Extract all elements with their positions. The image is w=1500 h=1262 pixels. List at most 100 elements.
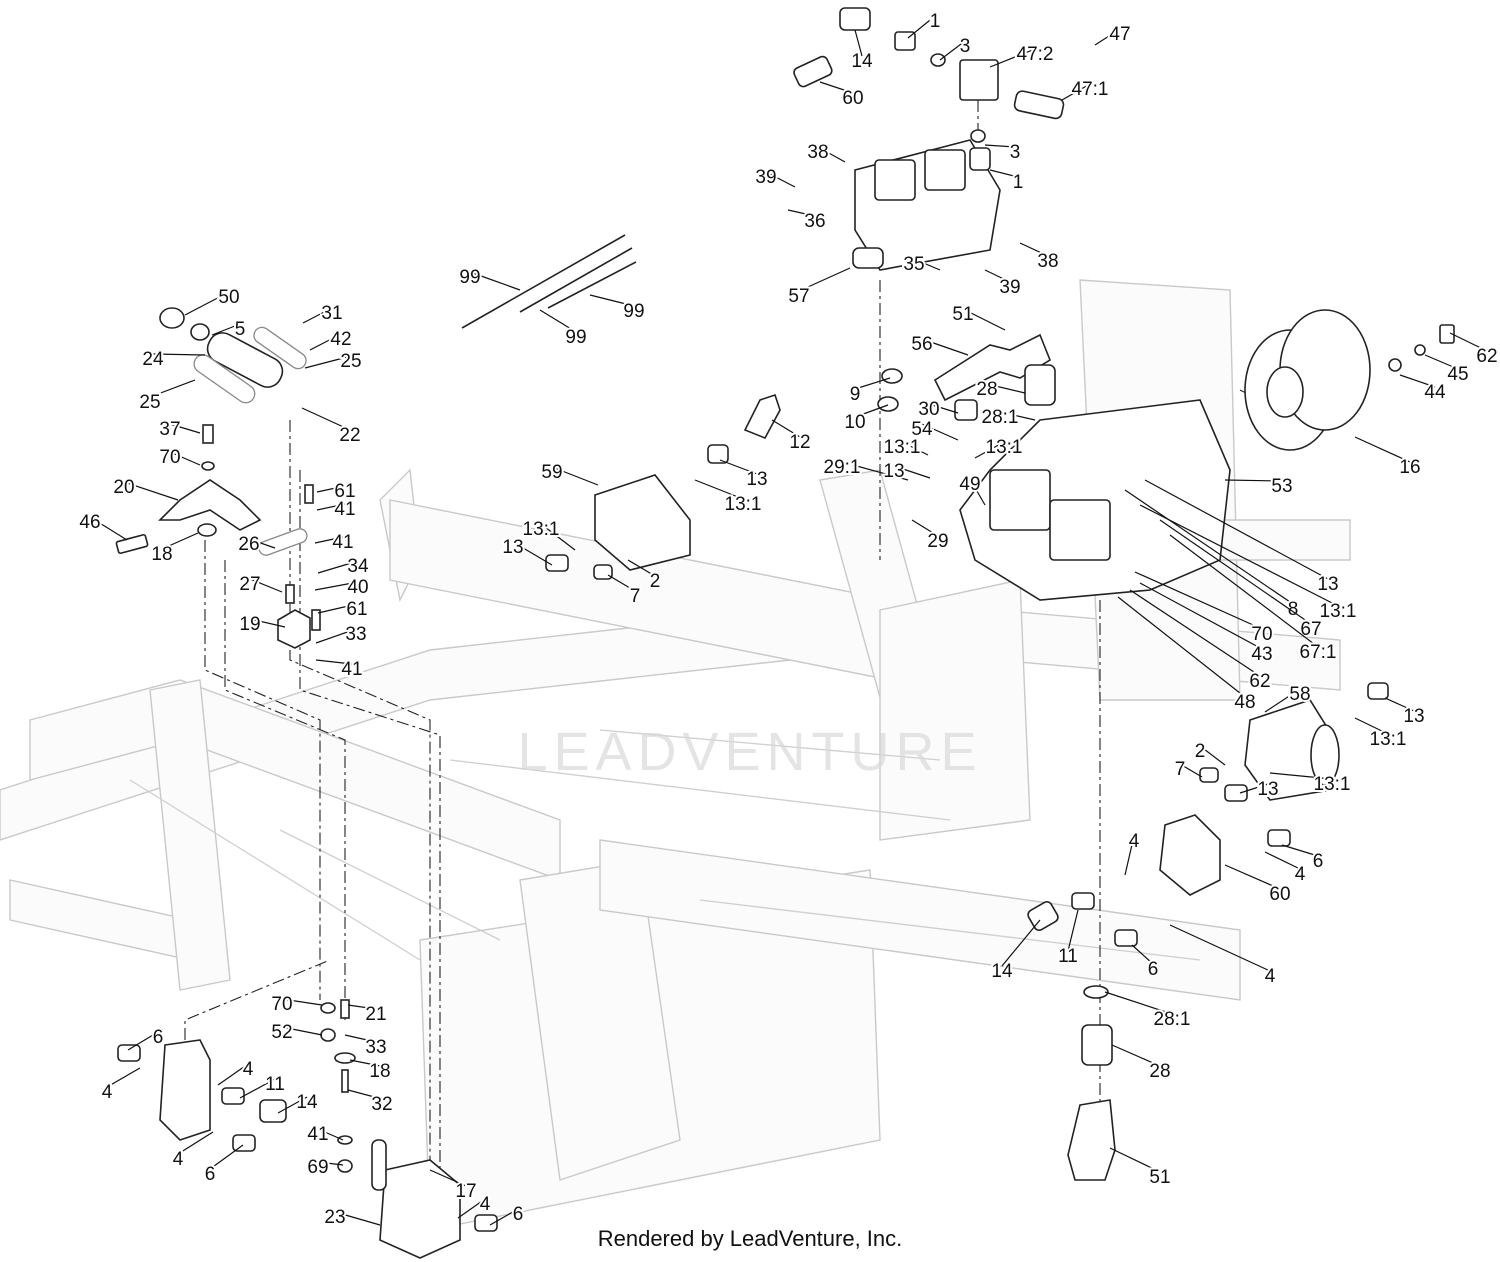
pump-body-b (1049, 499, 1111, 561)
callout-leader (152, 353, 206, 356)
callout-number: 35 (903, 254, 924, 275)
bracket-20 (158, 479, 262, 531)
callout-leader (539, 309, 577, 333)
callout-leader (986, 383, 1026, 394)
callout-leader (1384, 697, 1415, 712)
callout-number: 34 (347, 556, 369, 577)
callout-leader (469, 271, 521, 291)
callout-leader (798, 267, 851, 292)
nut-69 (337, 1159, 353, 1173)
bolt-61-low (311, 609, 321, 631)
callout-number: 49 (959, 474, 980, 495)
callout-leader (169, 451, 201, 466)
fitting-30 (954, 399, 978, 421)
callout-number: 22 (339, 425, 360, 446)
callout-leader (249, 618, 286, 628)
callout-leader (1094, 28, 1121, 46)
brake-hub (1266, 366, 1304, 418)
callout-number: 46 (79, 512, 100, 533)
callout-leader (1354, 717, 1389, 735)
callout-number: 32 (371, 1094, 392, 1115)
callout-leader (984, 269, 1011, 283)
chassis-frame (0, 279, 1351, 1231)
callout-leader (1131, 944, 1154, 965)
callout-leader (1109, 1147, 1161, 1173)
callout-number: 70 (1251, 624, 1272, 645)
callout-number: 38 (1037, 251, 1058, 272)
valve-block-47 (959, 59, 999, 101)
callout-leader (854, 29, 863, 57)
pump-59 (594, 474, 691, 571)
callout-number: 18 (369, 1061, 390, 1082)
callout-leader (161, 532, 199, 550)
callout-leader (551, 466, 599, 486)
callout-leader (248, 538, 276, 549)
callout-leader (1264, 688, 1301, 713)
callout-number: 39 (755, 167, 776, 188)
callout-leader (984, 144, 1016, 148)
callout-number: 51 (952, 304, 973, 325)
callout-number: 1 (1013, 172, 1024, 193)
fitting-14-top (839, 7, 871, 31)
fitting-11-right (1071, 892, 1095, 910)
fitting-7-left (593, 564, 613, 580)
callout-leader (316, 485, 346, 493)
callout-number: 43 (1251, 644, 1272, 665)
callout-leader (429, 1169, 467, 1187)
callout-number: 60 (842, 88, 863, 109)
spacer-21 (340, 999, 350, 1019)
callout-leader (277, 1096, 308, 1114)
hose-56 (933, 333, 1051, 402)
callout-leader (1129, 589, 1261, 677)
fitting-6-right (1267, 829, 1291, 847)
spring-25-right (253, 326, 307, 370)
callout-leader (309, 333, 342, 351)
callout-number: 13 (883, 461, 904, 482)
callout-leader (1269, 772, 1333, 780)
clamp-9 (881, 368, 903, 384)
callout-number: 4 (1295, 864, 1306, 885)
callout-leader (1239, 783, 1269, 794)
cable-tie-a (461, 234, 626, 329)
callout-number: 4 (102, 1082, 113, 1103)
callout-leader (765, 171, 796, 188)
callout-number: 4 (1129, 831, 1140, 852)
callout-number: 17 (455, 1181, 476, 1202)
washer-44 (1388, 358, 1402, 372)
o-ring-3-mid (970, 129, 986, 143)
callout-number: 58 (1289, 684, 1310, 705)
callout-leader (1169, 534, 1319, 648)
valve-60-right (1159, 814, 1221, 896)
callout-number: 3 (960, 36, 971, 57)
callout-number: 13:1 (523, 519, 560, 540)
callout-leader (819, 81, 854, 94)
callout-leader (540, 523, 576, 551)
callout-number: 70 (159, 447, 180, 468)
callout-number: 13:1 (1320, 601, 1357, 622)
elbow-12 (743, 393, 781, 440)
callout-number: 14 (296, 1092, 318, 1113)
callout-leader (989, 169, 1019, 178)
callout-number: 57 (788, 286, 809, 307)
callout-leader (209, 1144, 244, 1170)
callout-leader (1144, 479, 1329, 580)
callout-leader (301, 407, 351, 431)
fitting-13-upper (707, 444, 729, 464)
callout-number: 53 (1271, 476, 1292, 497)
parts (115, 7, 1455, 1259)
washer-41-bottom (337, 1135, 353, 1145)
callout-leader (719, 459, 758, 475)
callout-number: 50 (218, 287, 239, 308)
bolt-37 (202, 424, 214, 444)
callout-number: 6 (205, 1164, 216, 1185)
callout-number: 2 (1195, 741, 1206, 762)
callout-number: 13:1 (725, 494, 762, 515)
valve-60-left (159, 1039, 211, 1141)
callout-number: 47 (1109, 24, 1130, 45)
callout-leader (1179, 763, 1203, 778)
callout-leader (512, 541, 553, 566)
callout-number: 48 (1234, 692, 1255, 713)
fitting-60-top (793, 55, 833, 88)
pump-58-flange (1310, 724, 1340, 786)
